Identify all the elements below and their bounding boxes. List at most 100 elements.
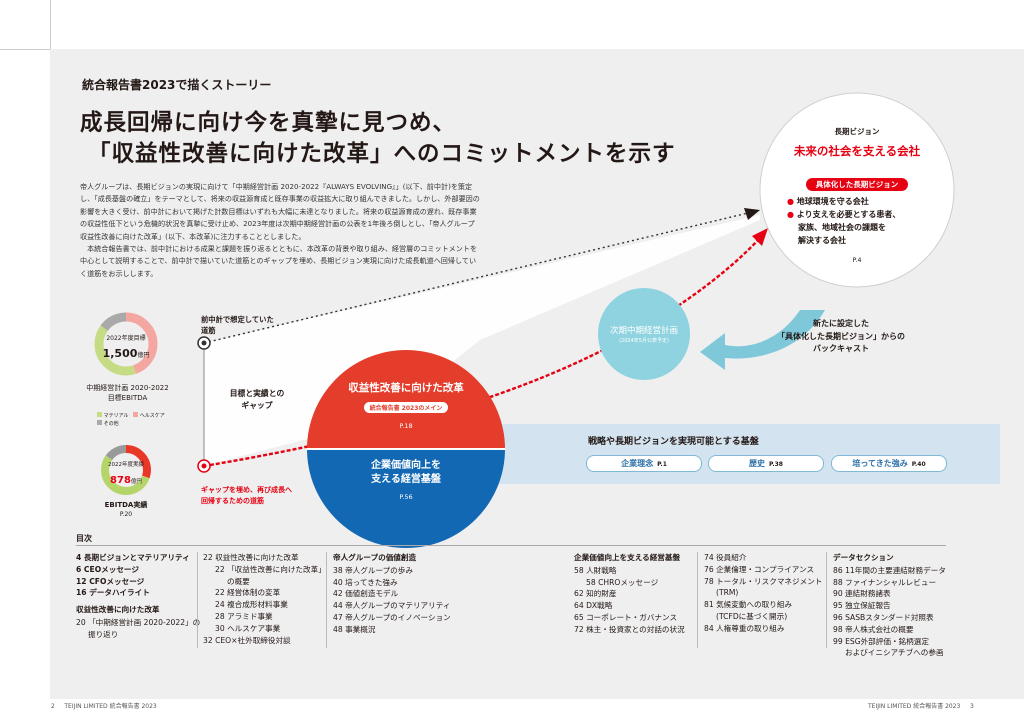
toc-item[interactable]: 48 事業概況 <box>333 624 376 634</box>
toc-item[interactable]: 98 帝人株式会社の概要 <box>833 624 914 634</box>
vision-bullet-2: ● より支えを必要とする患者、 <box>787 208 900 221</box>
toc-item[interactable]: 16 データハイライト <box>76 588 150 598</box>
target-caption-line-2: 目標EBITDA <box>107 394 148 402</box>
toc-item[interactable]: 40 培ってきた強み <box>333 577 398 587</box>
vision-bullet-1: ● 地球環境を守る会社 <box>787 195 900 208</box>
toc-item[interactable]: 4 長期ビジョンとマテリアリティ <box>76 553 190 562</box>
toc-section-heading: データセクション <box>833 553 894 562</box>
toc-item[interactable]: 24 複合成形材料事業 <box>215 600 288 610</box>
toc-item[interactable]: 22 収益性改善に向けた改革 <box>203 553 299 562</box>
toc-item[interactable]: (TRM) <box>716 588 739 598</box>
legend-swatch-health <box>133 412 139 417</box>
toc-item[interactable]: 90 連結財務諸表 <box>833 589 891 599</box>
toc-item[interactable]: 振り返り <box>88 629 119 639</box>
toc-item[interactable]: 22 経営体制の変革 <box>215 588 281 598</box>
toc-separator <box>697 552 698 648</box>
toc-section-heading: 帝人グループの価値創造 <box>333 553 417 562</box>
toc-item[interactable]: 6 CEOメッセージ <box>76 564 139 574</box>
actual-caption: EBITDA実績 P.20 <box>96 500 156 520</box>
toc-item[interactable]: 72 株主・投資家との対話の状況 <box>574 624 685 634</box>
toc-item[interactable]: 81 気候変動への取り組み <box>704 600 793 610</box>
toc-item[interactable]: 22 「収益性改善に向けた改革」 <box>215 564 326 574</box>
bullet-dot-icon: ● <box>787 197 797 206</box>
toc-item[interactable]: 30 ヘルスケア事業 <box>215 623 281 633</box>
toc-item[interactable]: 95 独立保証報告 <box>833 601 891 611</box>
target-value-wrap: 1,500億円 <box>98 342 154 361</box>
base-circle-text: 企業価値向上を 支える経営基盤 P.56 <box>330 459 482 501</box>
toc-item[interactable]: 58 人財戦略 <box>574 565 617 575</box>
toc-item[interactable]: およびイニシアチブへの参画 <box>845 648 944 658</box>
gap-label-2: ギャップ <box>241 401 273 410</box>
actual-page: P.20 <box>119 511 133 518</box>
toc-column-4: 企業価値向上を支える経営基盤 58 人財戦略 58 CHROメッセージ 62 知… <box>574 552 685 636</box>
toc-separator <box>326 552 327 648</box>
pill-corporate-philosophy-page: P.1 <box>657 461 667 468</box>
headline-line-2: 「収益性改善に向けた改革」へのコミットメントを示す <box>88 141 676 167</box>
toc-column-1: 4 長期ビジョンとマテリアリティ 6 CEOメッセージ 12 CFOメッセージ … <box>76 552 200 641</box>
toc-item[interactable]: (TCFDに基づく開示) <box>716 611 788 621</box>
toc-item[interactable]: 12 CFOメッセージ <box>76 576 145 586</box>
toc-item[interactable]: 88 ファイナンシャルレビュー <box>833 577 937 587</box>
return-path-label: ギャップを埋め、再び成長へ 回帰するための道筋 <box>201 485 292 506</box>
next-plan-circle <box>598 288 690 380</box>
toc-item[interactable]: 44 帝人グループのマテリアリティ <box>333 601 451 611</box>
legend-swatch-other <box>97 420 102 425</box>
toc-item[interactable]: 86 11年間の主要連結財務データ <box>833 565 946 575</box>
target-caption: 中期経営計画 2020-2022 目標EBITDA <box>80 383 175 403</box>
toc-item[interactable]: 74 役員紹介 <box>704 553 747 562</box>
toc-item[interactable]: 84 人権尊重の取り組み <box>704 623 785 633</box>
next-plan-text: 次期中期経営計画 (2024年5月公表予定) <box>598 324 690 344</box>
target-unit: 億円 <box>137 352 150 359</box>
section-kicker: 統合報告書2023で描くストーリー <box>82 78 272 92</box>
actual-unit: 億円 <box>130 479 142 485</box>
legend-health: ヘルスケア <box>139 413 165 419</box>
vision-badge-wrap: 具体化した長期ビジョン <box>770 172 944 191</box>
planned-path-label-1: 前中計で想定していた <box>201 315 274 324</box>
vision-bullet-2-line-3: 解決する会社 <box>798 236 846 245</box>
actual-start-dot <box>201 463 207 469</box>
footer-left: 2 TEIJIN LIMITED 統合報告書 2023 <box>51 701 157 710</box>
return-path-label-2: 回帰するための道筋 <box>201 496 264 505</box>
actual-caption-text: EBITDA実績 <box>104 501 148 509</box>
toc-item[interactable]: 58 CHROメッセージ <box>586 577 659 587</box>
toc-separator <box>826 552 827 648</box>
pill-strengths-page: P.40 <box>911 461 926 468</box>
legend-material: マテリアル <box>103 413 129 419</box>
toc-item[interactable]: 99 ESG外部評価・銘柄選定 <box>833 636 929 646</box>
intro-paragraph-1: 帝人グループは、長期ビジョンの実現に向けて「中期経営計画 2020-2022『A… <box>80 182 480 241</box>
toc-item[interactable]: 32 CEO×社外取締役対談 <box>203 635 291 645</box>
intro-paragraph-2: 本統合報告書では、前中計における成果と課題を振り返るとともに、本改革の背景や取り… <box>80 244 478 278</box>
toc-item[interactable]: の概要 <box>227 576 250 586</box>
target-donut-segment-health <box>94 312 158 376</box>
vision-badge: 具体化した長期ビジョン <box>805 178 909 191</box>
reform-page: P.18 <box>399 422 413 430</box>
reform-circle-text: 収益性改善に向けた改革 統合報告書 2023のメイン P.18 <box>310 380 502 430</box>
actual-donut-center: 2022年度実績 878億円 <box>104 460 148 487</box>
toc-item[interactable]: 96 SASBスタンダード対照表 <box>833 612 934 622</box>
toc-item[interactable]: 62 知的財産 <box>574 589 617 599</box>
bullet-dot-icon: ● <box>787 210 797 219</box>
base-page: P.56 <box>399 493 413 501</box>
toc-item[interactable]: 78 トータル・リスクマネジメント <box>704 576 823 586</box>
toc-item[interactable]: 76 企業倫理・コンプライアンス <box>704 564 815 574</box>
toc-section-heading: 企業価値向上を支える経営基盤 <box>574 553 681 562</box>
pill-corporate-philosophy-label: 企業理念 <box>621 459 654 468</box>
toc-item[interactable]: 28 アラミド事業 <box>215 611 273 621</box>
toc-column-2: 22 収益性改善に向けた改革 22 「収益性改善に向けた改革」 の概要 22 経… <box>203 552 326 646</box>
toc-section-heading: 収益性改善に向けた改革 <box>76 605 160 615</box>
target-label: 2022年度目標 <box>106 335 146 342</box>
vision-bullet-2-line-2: 家族、地域社会の課題を <box>798 223 886 232</box>
pill-history-page: P.38 <box>769 461 783 468</box>
intro-text: 帝人グループは、長期ビジョンの実現に向けて「中期経営計画 2020-2022『A… <box>80 181 480 280</box>
toc-item[interactable]: 64 DX戦略 <box>574 601 613 611</box>
toc-item[interactable]: 42 価値創造モデル <box>333 589 399 599</box>
toc-item[interactable]: 20 「中期経営計画 2020-2022」の <box>76 617 201 627</box>
toc-item[interactable]: 38 帝人グループの歩み <box>333 565 413 575</box>
toc-item[interactable]: 65 コーポレート・ガバナンス <box>574 612 678 622</box>
reform-semicircle <box>307 350 505 449</box>
backcast-arrow <box>700 310 825 370</box>
toc-item[interactable]: 47 帝人グループのイノベーション <box>333 612 451 622</box>
